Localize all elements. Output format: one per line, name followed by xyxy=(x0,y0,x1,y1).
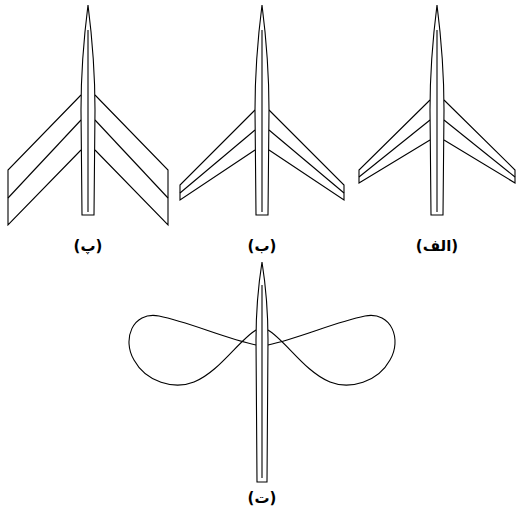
figure-label: (ب) xyxy=(246,237,279,255)
planform-d xyxy=(129,262,395,482)
planform-c xyxy=(8,5,168,225)
planform-b xyxy=(180,5,344,215)
figure-label: (الف) xyxy=(414,237,460,255)
figure-label: (پ) xyxy=(72,237,105,255)
planform-a xyxy=(359,5,515,215)
figure-label: (ت) xyxy=(246,489,279,507)
